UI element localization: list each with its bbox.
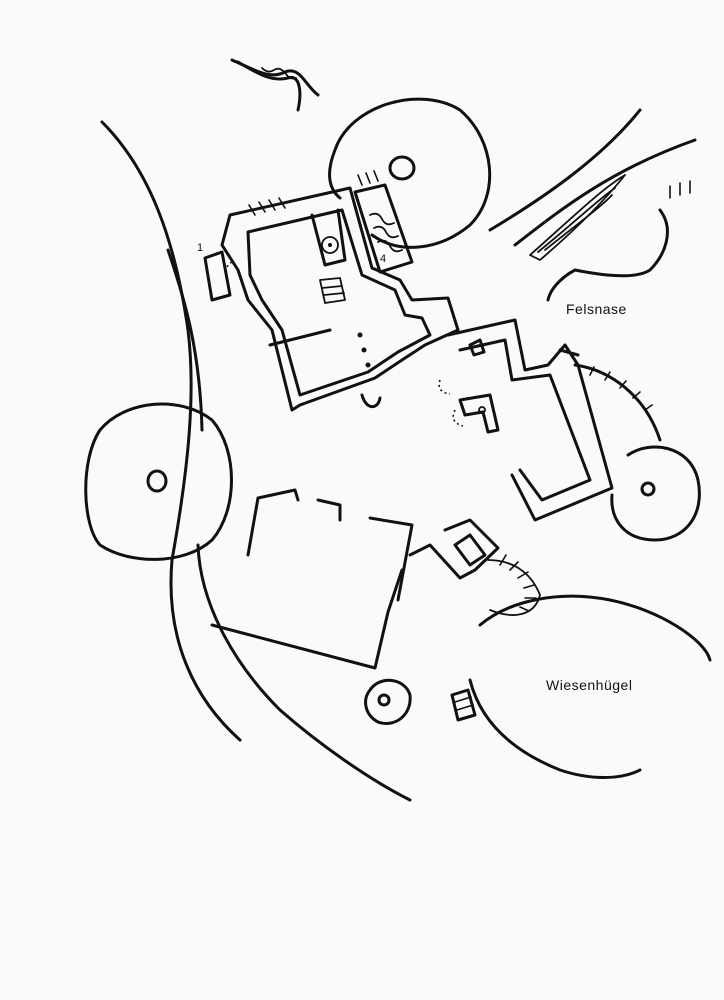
courtyard-wall-n-segment bbox=[316, 498, 342, 522]
felsnase-outline bbox=[546, 208, 669, 302]
east-wing-gate bbox=[558, 348, 580, 357]
road-outer-edge-upper bbox=[166, 248, 204, 432]
marker-1: 1 bbox=[197, 242, 203, 254]
hill-upper-edge bbox=[573, 363, 662, 442]
tree-top-crown bbox=[328, 97, 492, 249]
stream-top bbox=[230, 58, 320, 112]
courtyard-spiral-stair-outline bbox=[487, 559, 541, 616]
ridge-line-2 bbox=[513, 138, 697, 247]
courtyard-wall-s bbox=[210, 568, 404, 670]
keep-pillar-3 bbox=[365, 362, 371, 368]
bush-lower-outline bbox=[364, 679, 412, 725]
tree-left-trunk bbox=[146, 469, 168, 493]
castle-east-wing bbox=[438, 318, 614, 522]
hill-hatch bbox=[589, 366, 653, 411]
ridge-contour-3 bbox=[544, 194, 613, 251]
tree-top-trunk bbox=[388, 155, 416, 181]
meadow-steps-box bbox=[450, 688, 477, 722]
label-felsnase: Felsnase bbox=[566, 301, 627, 317]
east-wing-inner-wall bbox=[458, 338, 592, 502]
road-inner-edge bbox=[100, 120, 242, 742]
felsnase-hatch bbox=[669, 180, 691, 199]
courtyard-wall-ne bbox=[368, 516, 414, 602]
courtyard-wall-nw bbox=[256, 488, 300, 502]
keep-doorway bbox=[360, 393, 382, 409]
castle-courtyard bbox=[210, 488, 541, 670]
stair-tower-wall bbox=[353, 183, 414, 274]
hill-top-edge bbox=[478, 594, 712, 662]
rock-ridge bbox=[488, 108, 697, 302]
keep-stairs bbox=[319, 277, 346, 304]
stair-tower-hatch bbox=[357, 170, 379, 186]
stream-wave bbox=[261, 67, 297, 80]
meadow-steps-lines bbox=[454, 696, 474, 711]
tree-right bbox=[610, 445, 701, 542]
keep-gate-arc bbox=[224, 261, 233, 281]
courtyard-gatehouse bbox=[408, 518, 500, 580]
east-wing-niche bbox=[468, 338, 486, 357]
tree-left bbox=[84, 402, 233, 561]
keep-side-gate bbox=[203, 250, 232, 302]
road-outer-edge-lower bbox=[196, 543, 412, 802]
courtyard-wall-w bbox=[246, 496, 260, 557]
keep-well bbox=[321, 236, 339, 254]
stair-tower bbox=[353, 170, 414, 274]
ridge-contour-2 bbox=[537, 187, 616, 253]
road-curves bbox=[100, 120, 412, 802]
ridge-line-1 bbox=[488, 108, 642, 232]
courtyard-gatehouse-inner bbox=[453, 533, 487, 567]
keep-entrance-steps bbox=[248, 197, 286, 216]
meadow-hill bbox=[468, 363, 712, 779]
keep-tower-room bbox=[310, 208, 347, 267]
east-wing-turret-well bbox=[478, 406, 486, 414]
keep-pillar-2 bbox=[361, 347, 367, 353]
east-wing-turret bbox=[458, 393, 500, 434]
label-wiesenhuegel: Wiesenhügel bbox=[546, 677, 632, 693]
east-wing-outer-wall bbox=[446, 318, 614, 522]
bush-lower bbox=[364, 679, 412, 725]
meadow-steps bbox=[450, 688, 477, 722]
tree-top bbox=[328, 97, 492, 249]
east-wing-arc-1 bbox=[452, 409, 464, 427]
keep-well-center bbox=[328, 243, 332, 247]
tree-right-crown bbox=[610, 445, 701, 542]
east-wing-arc-2 bbox=[438, 379, 451, 395]
tree-right-trunk bbox=[640, 481, 656, 497]
stair-tower-steps bbox=[369, 212, 403, 253]
hill-bottom-edge bbox=[468, 678, 642, 779]
stream-line-2 bbox=[236, 60, 302, 112]
keep-partition bbox=[268, 328, 332, 347]
keep-inner-wall bbox=[246, 208, 432, 397]
castle-keep bbox=[203, 186, 460, 412]
keep-pillar-1 bbox=[357, 332, 363, 338]
ridge-contour-1 bbox=[529, 174, 626, 261]
bush-lower-core bbox=[377, 693, 391, 707]
keep-outer-wall bbox=[220, 186, 460, 412]
courtyard-spiral-stair-steps bbox=[499, 554, 537, 612]
marker-4: 4 bbox=[380, 253, 386, 265]
tree-left-crown bbox=[84, 402, 233, 561]
